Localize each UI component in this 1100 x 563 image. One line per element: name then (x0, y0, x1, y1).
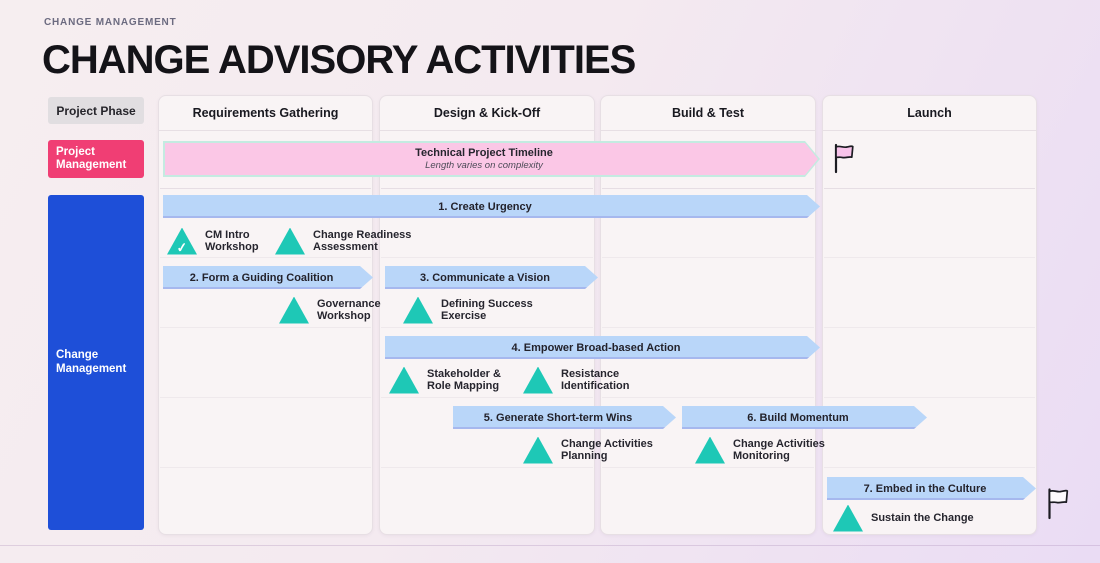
milestone-cm-intro-workshop: ✓ CM Intro Workshop (167, 227, 259, 255)
milestone-label: Sustain the Change (871, 511, 974, 524)
milestone-change-activities-monitoring: Change Activities Monitoring (695, 436, 825, 464)
milestone-label: Stakeholder & Role Mapping (427, 367, 501, 393)
milestone-label: CM Intro Workshop (205, 228, 259, 254)
timeline-arrow-fill (165, 143, 818, 175)
milestone-stakeholder-role-mapping: Stakeholder & Role Mapping (389, 366, 501, 394)
page-title: CHANGE ADVISORY ACTIVITIES (42, 38, 636, 82)
phase-column-launch: Launch (822, 95, 1037, 535)
activity-label: 4. Empower Broad-based Action (511, 341, 681, 354)
triangle-marker-icon (403, 296, 433, 324)
row-label-change-management: Change Management (48, 195, 144, 530)
activity-label: 1. Create Urgency (438, 200, 532, 213)
row-label-project-management: Project Management (48, 140, 144, 178)
row-divider (160, 397, 371, 398)
project-phase-label: Project Phase (48, 97, 144, 124)
column-header: Design & Kick-Off (380, 96, 594, 131)
row-divider (160, 257, 371, 258)
timeline-subtitle: Length varies on complexity (425, 160, 543, 171)
row-divider (824, 397, 1035, 398)
pink-flag-icon (834, 143, 854, 174)
milestone-label: Change Activities Monitoring (733, 437, 825, 463)
row-divider (160, 467, 371, 468)
row-divider (381, 327, 593, 328)
milestone-label: Change Readiness Assessment (313, 228, 412, 254)
activity-arrow-5: 5. Generate Short-term Wins (453, 406, 676, 429)
triangle-marker-icon (523, 436, 553, 464)
row-divider (160, 327, 371, 328)
row-divider (824, 257, 1035, 258)
row-divider (824, 327, 1035, 328)
milestone-change-readiness-assessment: Change Readiness Assessment (275, 227, 411, 255)
triangle-marker-icon (389, 366, 419, 394)
activity-label: 6. Build Momentum (747, 411, 849, 424)
triangle-marker-icon: ✓ (167, 227, 197, 256)
activity-arrow-7: 7. Embed in the Culture (827, 477, 1036, 500)
row-divider (381, 257, 593, 258)
milestone-change-activities-planning: Change Activities Planning (523, 436, 653, 464)
activity-arrow-3: 3. Communicate a Vision (385, 266, 598, 289)
triangle-marker-icon (523, 366, 553, 394)
white-flag-icon (1048, 488, 1069, 520)
milestone-label: Defining Success Exercise (441, 297, 533, 323)
milestone-resistance-identification: Resistance Identification (523, 366, 629, 394)
row-divider (602, 257, 814, 258)
row-divider (824, 188, 1035, 189)
activity-label: 7. Embed in the Culture (863, 482, 987, 495)
triangle-marker-icon (695, 436, 725, 464)
triangle-marker-icon (833, 504, 863, 532)
activity-arrow-4: 4. Empower Broad-based Action (385, 336, 820, 359)
activity-arrow-2: 2. Form a Guiding Coalition (163, 266, 373, 289)
milestone-label: Resistance Identification (561, 367, 630, 393)
column-header: Launch (823, 96, 1036, 131)
activity-arrow-1: 1. Create Urgency (163, 195, 820, 218)
row-divider (381, 397, 593, 398)
row-divider (381, 188, 593, 189)
row-divider (602, 397, 814, 398)
row-divider (160, 188, 371, 189)
triangle-marker-icon (279, 296, 309, 324)
bottom-divider (0, 545, 1100, 546)
activity-label: 3. Communicate a Vision (419, 271, 550, 284)
row-divider (602, 467, 814, 468)
activity-label: 2. Form a Guiding Coalition (189, 271, 334, 284)
triangle-marker-icon (275, 227, 305, 255)
row-divider (602, 188, 814, 189)
technical-timeline-arrow: Technical Project Timeline Length varies… (163, 141, 820, 177)
row-divider (602, 327, 814, 328)
activity-label: 5. Generate Short-term Wins (483, 411, 633, 424)
milestone-defining-success-exercise: Defining Success Exercise (403, 296, 533, 324)
activity-arrow-6: 6. Build Momentum (682, 406, 927, 429)
eyebrow-label: CHANGE MANAGEMENT (44, 17, 177, 28)
row-divider (824, 467, 1035, 468)
row-divider (381, 467, 593, 468)
milestone-governance-workshop: Governance Workshop (279, 296, 381, 324)
milestone-label: Governance Workshop (317, 297, 381, 323)
check-icon: ✓ (175, 238, 189, 256)
milestone-label: Change Activities Planning (561, 437, 653, 463)
timeline-title: Technical Project Timeline (415, 147, 553, 159)
milestone-sustain-the-change: Sustain the Change (833, 504, 974, 532)
column-header: Build & Test (601, 96, 815, 131)
column-header: Requirements Gathering (159, 96, 372, 131)
